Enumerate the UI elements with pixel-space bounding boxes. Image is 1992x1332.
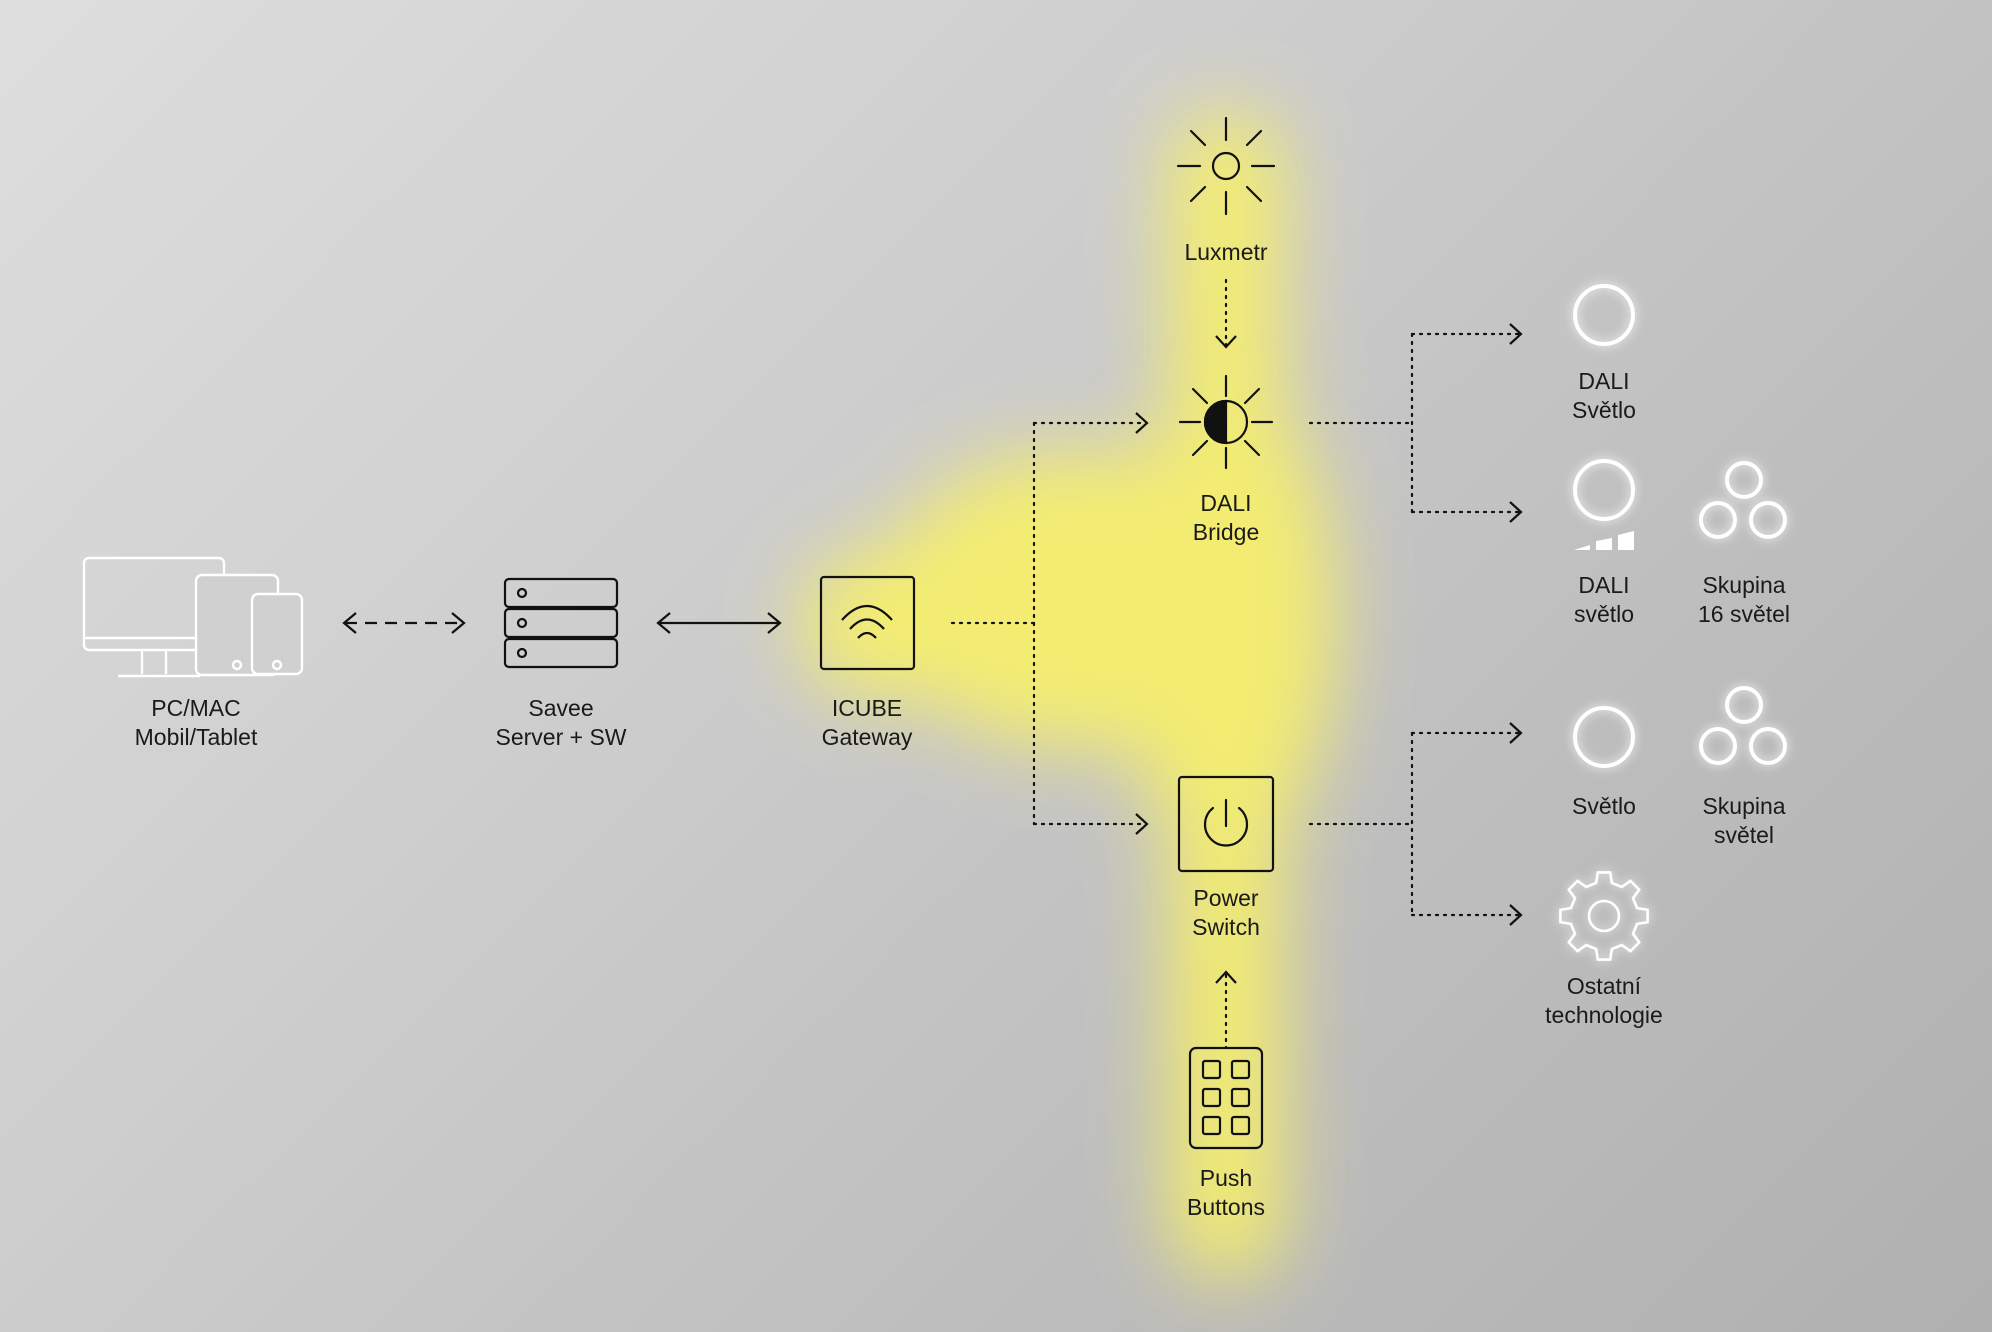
svetlo-label: Světlo: [1572, 793, 1636, 819]
light-ring-icon: [1573, 706, 1635, 768]
glow-shape: [1116, 380, 1336, 860]
sun-icon: [1176, 116, 1276, 216]
light-icons: [1573, 284, 1787, 768]
keypad-icon[interactable]: [1188, 1046, 1264, 1150]
half-sun-icon[interactable]: [1178, 374, 1274, 470]
luxmetr-bridge-connector: [1215, 278, 1237, 349]
server-icon: [503, 577, 619, 669]
bridge-lights-connector: [1308, 332, 1520, 514]
arrowhead-to-dali-svetlo-dim: [1509, 501, 1523, 523]
wifi-gateway-icon[interactable]: [819, 575, 916, 671]
light-group-icon: [1699, 686, 1787, 765]
connectors: [342, 278, 1523, 1050]
arrowhead-to-bridge: [1135, 412, 1149, 434]
server-gateway-connector: [656, 612, 782, 634]
light-ring-icon: [1573, 284, 1635, 346]
arrowhead-to-switch: [1135, 813, 1149, 835]
pc-server-connector: [342, 612, 466, 634]
dimmable-light-icon: [1573, 459, 1635, 521]
arrowhead-to-svetlo: [1509, 722, 1523, 744]
luxmetr-label: Luxmetr: [1184, 239, 1268, 265]
buttons-switch-connector: [1215, 970, 1237, 1050]
gear-icon: [1559, 871, 1649, 961]
light-group-icon: [1699, 461, 1787, 539]
gateway-branch-connector: [950, 421, 1144, 826]
switch-outputs-connector: [1308, 731, 1520, 917]
power-icon[interactable]: [1177, 775, 1275, 873]
arrowhead-to-ostatni: [1509, 904, 1523, 926]
arrowhead-to-dali-svetlo: [1509, 323, 1523, 345]
devices-icon: [82, 556, 304, 678]
dim-bars-icon: [1574, 531, 1634, 550]
